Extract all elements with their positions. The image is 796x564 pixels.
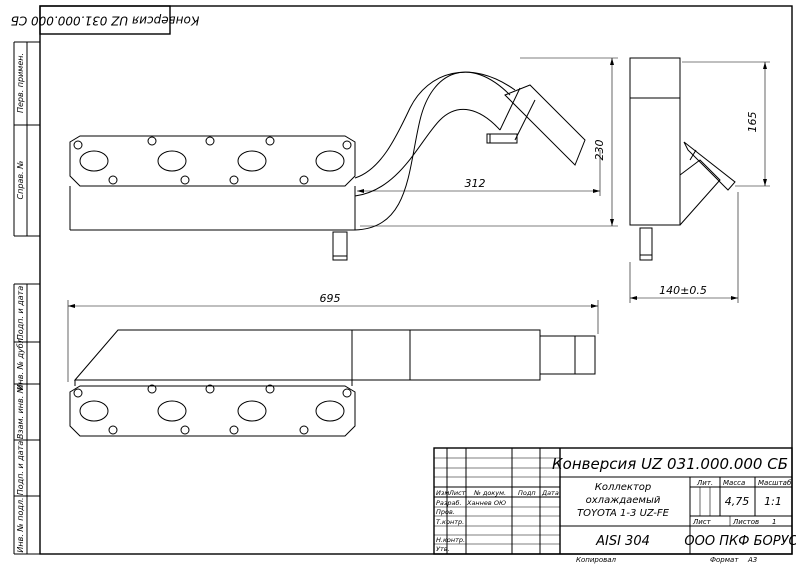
- sheet-frame: [39, 5, 793, 555]
- dim-165-label: 165: [746, 112, 759, 133]
- format-label: Формат: [710, 556, 739, 564]
- tb-designation: Конверсия UZ 031.000.000 СБ: [552, 455, 788, 473]
- title-block: Изм Лист № докум. Подп Дата Разраб. Ханн…: [433, 447, 796, 555]
- rotated-designation: Конверсия UZ 031.000.000 СБ: [11, 14, 200, 28]
- tb-prov: Пров.: [436, 508, 455, 516]
- tb-company: ООО ПКФ БОРУС: [684, 534, 796, 549]
- tb-scale: 1:1: [764, 495, 782, 508]
- tb-data: Дата: [541, 489, 559, 497]
- side-podp-data-2: Подп. и дата: [16, 441, 25, 496]
- tb-sheets-count: 1: [772, 518, 776, 526]
- tb-lit: Лит.: [696, 479, 713, 487]
- tb-name-line-3: TOYOTA 1-3 UZ-FE: [577, 508, 670, 519]
- tb-massa: Масса: [723, 479, 745, 487]
- side-inv-podl: Инв. № подл.: [16, 497, 25, 552]
- top-view: 695: [67, 292, 599, 437]
- dim-230-label: 230: [593, 140, 606, 161]
- side-stamp-upper: Перв. примен. Справ. №: [13, 41, 40, 237]
- dim-695-label: 695: [320, 292, 341, 305]
- rotated-designation-box: Конверсия UZ 031.000.000 СБ: [11, 5, 200, 35]
- copied-label: Копировал: [576, 556, 617, 564]
- side-sprav-no: Справ. №: [16, 161, 25, 200]
- side-inv-dubl: Инв. № дубл.: [16, 336, 25, 391]
- tb-izm: Изм: [436, 489, 449, 497]
- tb-utv: Утв.: [436, 545, 450, 553]
- tb-list: Лист: [692, 518, 712, 526]
- tb-razrab-name: Ханнев ОЮ: [466, 499, 506, 507]
- tb-nkontr: Н.контр.: [436, 536, 465, 544]
- side-view: 165 140±0.5: [629, 57, 770, 303]
- dim-140-label: 140±0.5: [659, 284, 707, 297]
- tb-list-short: Лист: [448, 489, 466, 497]
- tb-material: AISI 304: [595, 534, 650, 549]
- dim-312-label: 312: [465, 177, 486, 190]
- side-vzam-inv: Взам. инв. №: [16, 385, 25, 439]
- tb-name-line-1: Коллектор: [595, 482, 651, 493]
- side-stamp-lower: Подп. и дата Инв. № дубл. Взам. инв. № П…: [13, 283, 40, 555]
- tb-name-line-2: охлаждаемый: [586, 495, 661, 506]
- tb-razrab: Разраб.: [436, 499, 462, 507]
- tb-mass: 4,75: [725, 495, 750, 508]
- tb-tkontr: Т.контр.: [436, 518, 464, 526]
- side-podp-data-1: Подп. и дата: [16, 286, 25, 341]
- tb-masshtab: Масштаб: [758, 479, 792, 487]
- tb-podp: Подп: [518, 489, 536, 497]
- side-perv-primen: Перв. примен.: [16, 53, 25, 113]
- tb-n-dokum: № докум.: [473, 489, 506, 497]
- format-value: A3: [747, 556, 757, 564]
- front-view: 312 230: [69, 57, 618, 261]
- tb-listov: Листов: [732, 518, 759, 526]
